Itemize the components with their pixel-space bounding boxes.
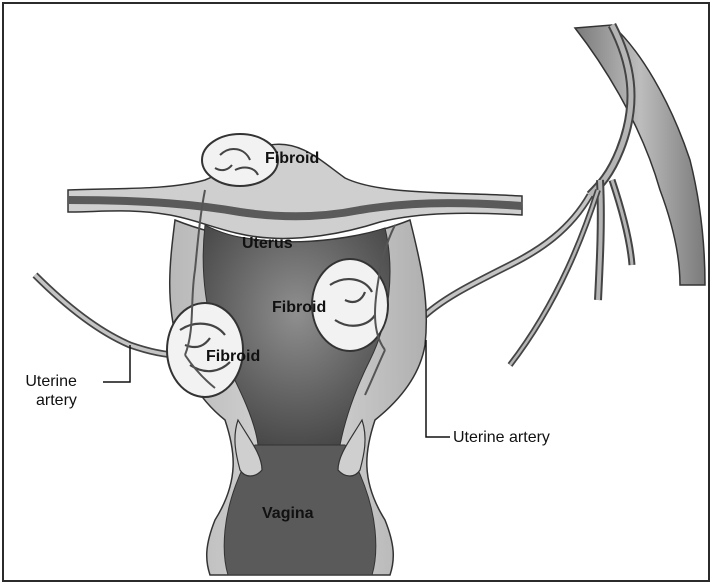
left-uterine-artery bbox=[35, 275, 185, 355]
fibroid-top-label: Fibroid bbox=[265, 150, 319, 168]
fibroid-right-label: Fibroid bbox=[272, 299, 326, 317]
left-uterine-artery-line1: Uterine bbox=[24, 372, 77, 391]
uterus-label: Uterus bbox=[242, 235, 293, 253]
left-uterine-artery-label: Uterine artery bbox=[24, 372, 77, 410]
fibroid-left-label: Fibroid bbox=[206, 348, 260, 366]
right-uterine-artery-label: Uterine artery bbox=[453, 428, 550, 447]
vagina-label: Vagina bbox=[262, 505, 314, 523]
major-vessel bbox=[510, 25, 705, 365]
left-uterine-artery-line2: artery bbox=[24, 391, 77, 410]
